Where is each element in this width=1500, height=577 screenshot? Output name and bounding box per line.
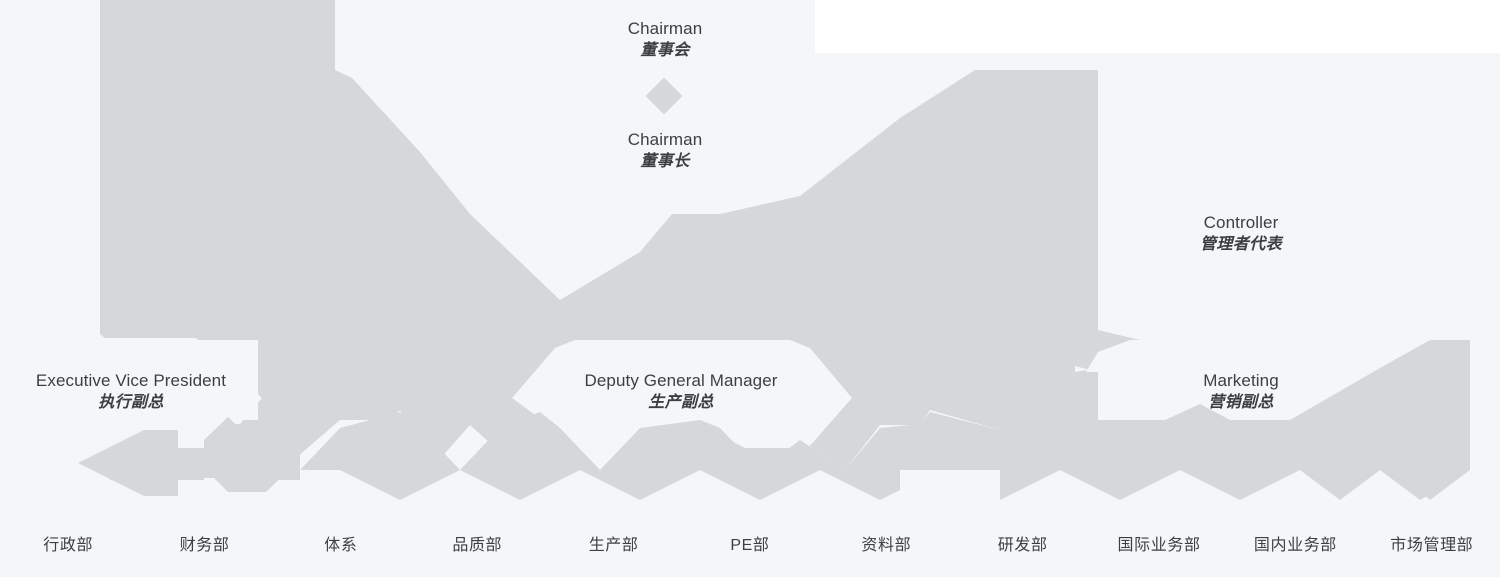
white-panel-top-right <box>815 0 1500 53</box>
bottom-sawtooth-strip <box>300 340 1470 500</box>
diamond-connector-group <box>645 77 683 115</box>
arrow-left-chevron-notch <box>110 417 300 492</box>
band-group-upper <box>100 0 1275 470</box>
dept-label-quality[interactable]: 品质部 <box>452 537 503 554</box>
dept-label-market-management[interactable]: 市场管理部 <box>1390 537 1474 554</box>
bottom-cut-left <box>0 470 110 500</box>
band-left-column <box>100 0 1275 470</box>
cutout-dgm-region <box>512 340 852 448</box>
bottom-background-strip <box>0 500 1500 577</box>
cutout-group-dgm <box>512 340 852 448</box>
bottom-cut-center <box>900 470 1000 500</box>
dept-label-system[interactable]: 体系 <box>324 537 358 554</box>
right-rising-wedge <box>1340 366 1470 500</box>
cutout-group-evp <box>0 338 262 462</box>
cutout-evp-upper <box>0 338 262 424</box>
band-group-bottom-edge <box>0 500 1500 577</box>
diamond-connector-icon <box>645 77 683 115</box>
band-group-bottom-arrows <box>78 417 300 496</box>
white-panel-group <box>815 0 1500 53</box>
dept-label-domestic-business[interactable]: 国内业务部 <box>1253 537 1337 554</box>
dept-label-pe[interactable]: PE部 <box>730 537 770 554</box>
cutout-controller-fill <box>1098 53 1500 398</box>
dept-label-production[interactable]: 生产部 <box>588 537 639 554</box>
band-group-right-wedge <box>1340 366 1470 500</box>
dept-label-administration[interactable]: 行政部 <box>43 537 94 554</box>
band-group-bottom-strip <box>300 340 1470 500</box>
dept-label-documentation[interactable]: 资料部 <box>861 537 912 554</box>
dept-label-international-business[interactable]: 国际业务部 <box>1117 537 1201 554</box>
cutout-group-right <box>1075 53 1500 420</box>
cutout-group-center-top <box>335 0 975 294</box>
cutout-chairman-region <box>335 0 975 294</box>
bottom-cut-dgm-left <box>196 492 300 500</box>
dept-label-finance[interactable]: 财务部 <box>179 537 230 554</box>
dept-label-rnd[interactable]: 研发部 <box>997 537 1048 554</box>
department-label-row: 行政部 财务部 体系 品质部 生产部 PE部 资料部 研发部 国际业务部 国内业… <box>0 524 1500 562</box>
